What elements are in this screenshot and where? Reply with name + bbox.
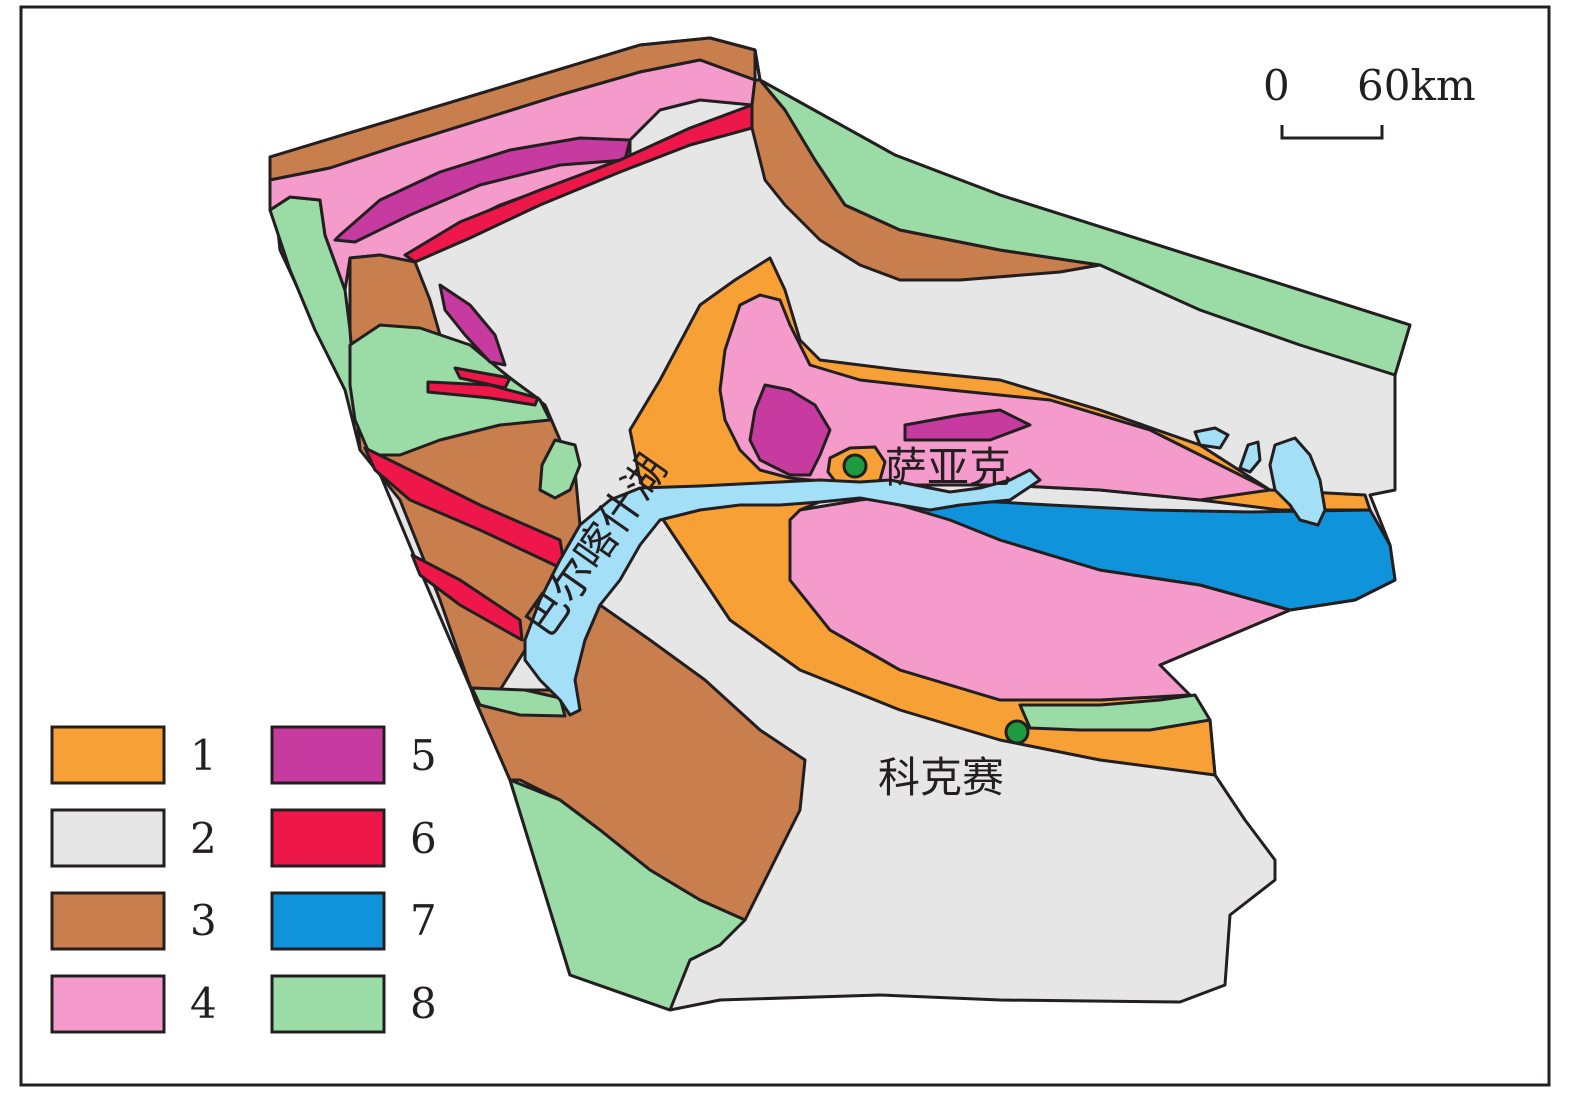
legend-label-7: 7 [410, 896, 437, 945]
region-unit-5-west-tongue [438, 283, 507, 367]
scale-end-label: 60km [1357, 61, 1476, 110]
lake-balkhash [523, 468, 1042, 717]
legend-label-5: 5 [410, 731, 437, 780]
scale-line [1280, 125, 1384, 140]
legend-label-2: 2 [190, 814, 217, 863]
legend-swatch-8 [270, 974, 386, 1034]
region-unit-8-southwest [508, 778, 747, 1012]
label-site-south: 科克赛 [878, 753, 1004, 802]
region-unit-8-south-lens [1018, 693, 1212, 732]
scale-bar: 0 60km [1263, 61, 1476, 140]
lake-east-small-a [1193, 426, 1230, 450]
legend-label-1: 1 [190, 731, 217, 780]
region-unit-8-west-sliver [470, 686, 567, 718]
region-unit-5-central-sliver [903, 408, 1032, 442]
region-unit-6-west-dike-d [410, 553, 524, 642]
legend-swatch-7 [270, 891, 386, 951]
region-unit-8-northeast [753, 48, 1412, 377]
legend-swatch-5 [270, 725, 386, 785]
region-unit-6-west-dike-b [426, 380, 540, 407]
legend-label-8: 8 [410, 979, 437, 1028]
legend-swatch-6 [270, 808, 386, 868]
region-unit-8-small-lens [538, 438, 582, 500]
region-unit-5-central-body [748, 383, 832, 477]
legend-label-4: 4 [190, 979, 217, 1028]
legend-swatch-4 [50, 974, 166, 1034]
legend-swatch-1 [50, 725, 166, 785]
legend-label-3: 3 [190, 896, 217, 945]
site-marker-kokse [1004, 719, 1030, 745]
label-site-north: 萨亚克 [885, 443, 1011, 492]
legend: 1 2 3 4 5 6 7 8 [50, 725, 437, 1034]
site-marker-sayak [842, 453, 868, 479]
scale-start-label: 0 [1263, 61, 1290, 110]
lake-east-small-b [1238, 440, 1262, 474]
legend-swatch-2 [50, 808, 166, 868]
legend-label-6: 6 [410, 814, 437, 863]
legend-swatch-3 [50, 891, 166, 951]
lake-east-large [1268, 436, 1327, 527]
region-unit-7-east [898, 498, 1397, 612]
